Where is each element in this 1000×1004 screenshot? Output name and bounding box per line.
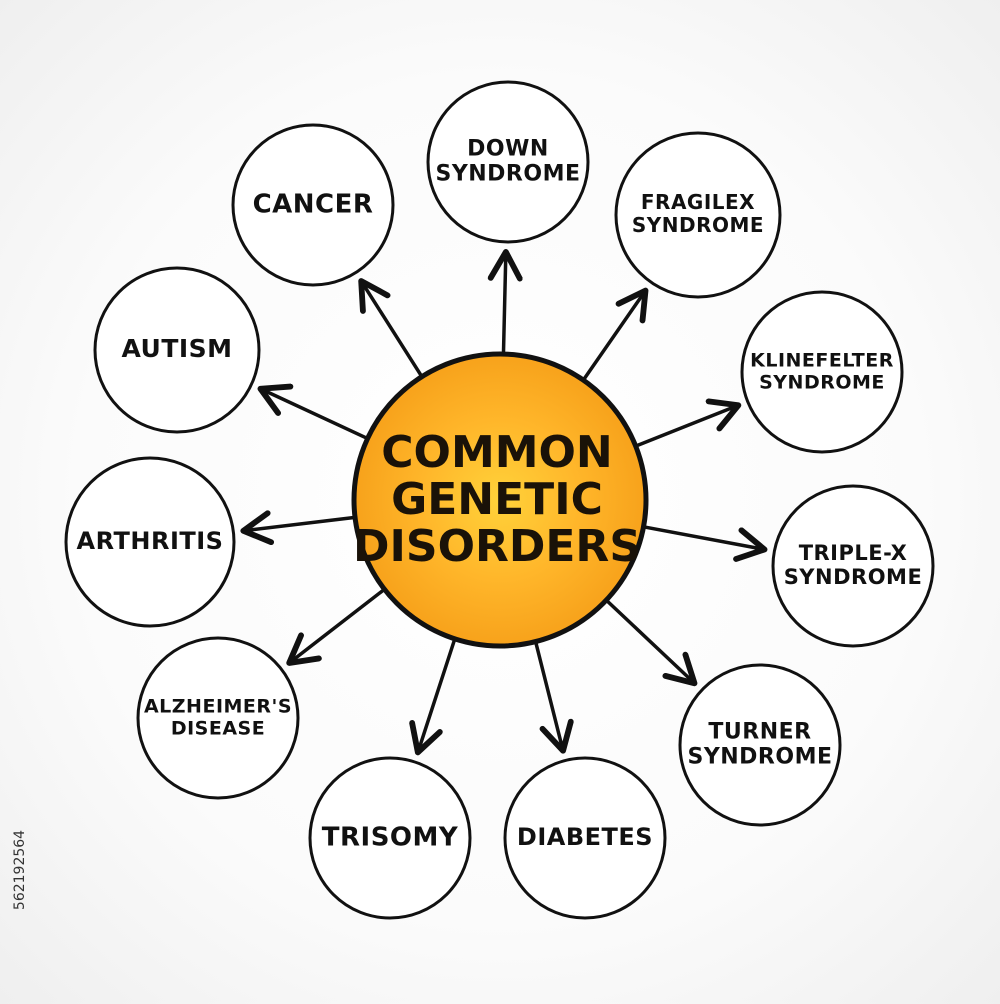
node-label-alzheimers-disease-line-1: ALZHEIMER'S [144,696,292,718]
node-circle-klinefelter-syndrome [740,290,904,454]
center-label-line-1: COMMON [381,427,613,478]
node-label-klinefelter-syndrome-line-1: KLINEFELTER [750,350,894,372]
node-circle-alzheimers-disease [136,636,300,800]
arrow-to-down-syndrome [487,249,523,354]
arrow-to-diabetes [534,641,574,754]
node-cancer: CANCER [231,123,395,287]
node-circle-triple-x-syndrome [771,484,935,648]
node-label-turner-syndrome-line-2: SYNDROME [687,745,832,770]
arrow-to-triple-x-syndrome [643,525,768,562]
center-circle [351,351,649,649]
arrow-to-trisomy [409,638,456,756]
node-trisomy: TRISOMY [308,756,472,920]
arrows [240,249,768,756]
arrow-to-turner-syndrome [605,599,698,687]
stock-id-text: 562192564 [12,829,29,911]
node-label-fragilex-syndrome-line-2: SYNDROME [632,213,764,237]
node-circle-turner-syndrome [678,663,842,827]
node-label-trisomy-line-1: TRISOMY [322,823,459,853]
node-label-turner-syndrome-line-1: TURNER [708,719,811,744]
node-label-alzheimers-disease-line-2: DISEASE [171,717,265,739]
center-node: COMMON GENETIC DISORDERS [351,351,649,649]
node-diabetes: DIABETES [503,756,667,920]
arrow-to-cancer [358,278,423,377]
node-label-arthritis-line-1: ARTHRITIS [77,527,224,555]
node-autism: AUTISM [93,266,261,434]
node-circle-fragilex-syndrome [614,131,782,299]
node-label-diabetes-line-1: DIABETES [517,823,653,851]
arrow-to-arthritis [240,510,355,546]
node-circle-diabetes [503,756,667,920]
node-label-fragilex-syndrome-line-1: FRAGILEX [641,190,755,214]
node-label-triple-x-syndrome-line-1: TRIPLE-X [799,541,908,565]
node-label-cancer-line-1: CANCER [253,190,374,220]
node-circle-cancer [231,123,395,287]
node-label-down-syndrome-line-2: SYNDROME [435,162,580,187]
arrow-to-fragilex-syndrome [582,287,649,381]
node-circle-arthritis [64,456,236,628]
stock-id-label: 562192564 [6,760,34,980]
center-label-line-3: DISORDERS [353,521,641,572]
arrow-to-autism [257,383,368,440]
nodes: DOWNSYNDROMEFRAGILEXSYNDROMEKLINEFELTERS… [64,80,935,920]
node-label-autism-line-1: AUTISM [121,334,232,363]
node-circle-autism [93,266,261,434]
arrow-to-alzheimers-disease [286,588,385,666]
node-circle-trisomy [308,756,472,920]
node-label-klinefelter-syndrome-line-2: SYNDROME [759,371,885,393]
node-label-triple-x-syndrome-line-2: SYNDROME [784,565,923,589]
node-circle-down-syndrome [426,80,590,244]
arrow-to-klinefelter-syndrome [635,398,742,448]
center-label-line-2: GENETIC [391,474,603,525]
node-label-down-syndrome-line-1: DOWN [467,136,549,161]
node-arthritis: ARTHRITIS [64,456,236,628]
